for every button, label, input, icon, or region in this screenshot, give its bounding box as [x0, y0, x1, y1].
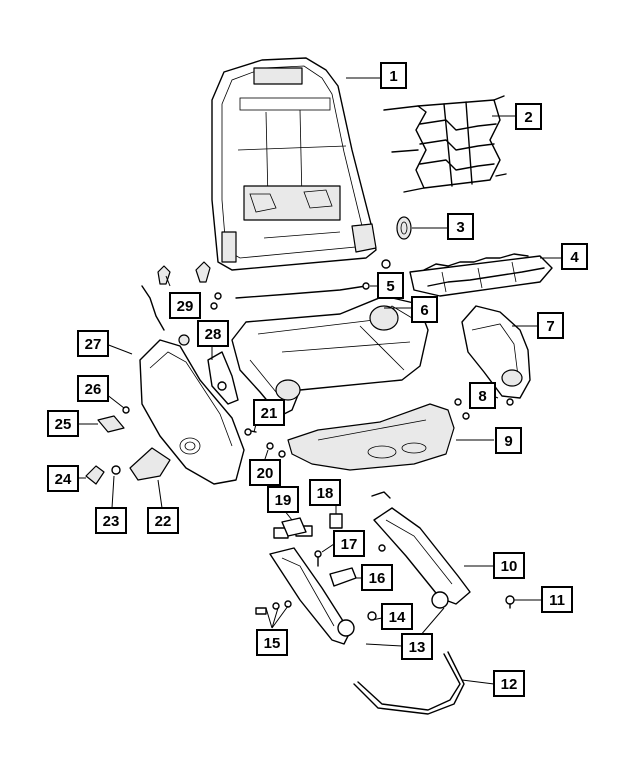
svg-text:11: 11	[549, 592, 565, 609]
callout-29: 29	[169, 292, 201, 319]
part-27-side-shield	[139, 339, 245, 485]
svg-text:18: 18	[317, 485, 334, 502]
svg-text:1: 1	[389, 68, 397, 85]
svg-text:8: 8	[478, 388, 486, 405]
svg-text:19: 19	[275, 492, 292, 509]
svg-text:14: 14	[389, 609, 406, 626]
callout-24: 24	[47, 465, 79, 492]
callout-21: 21	[253, 399, 285, 426]
svg-text:2: 2	[524, 109, 532, 126]
part-8-screws	[454, 398, 514, 420]
callout-8: 8	[469, 382, 496, 409]
callout-5: 5	[377, 272, 404, 299]
svg-text:28: 28	[205, 326, 222, 343]
part-11-bolt	[505, 595, 515, 609]
svg-text:20: 20	[257, 465, 274, 482]
svg-text:24: 24	[55, 471, 72, 488]
part-1-seat-back-frame	[211, 57, 377, 271]
part-18-clip	[329, 513, 343, 529]
svg-text:5: 5	[386, 278, 394, 295]
part-3-handwheel	[396, 216, 412, 240]
part-22-side-trim	[129, 447, 171, 481]
part-15-bolts	[255, 600, 292, 615]
callout-23: 23	[95, 507, 127, 534]
callout-28: 28	[197, 320, 229, 347]
callout-25: 25	[47, 410, 79, 437]
part-23-fastener	[111, 465, 121, 475]
callout-20: 20	[249, 459, 281, 486]
part-2-suspension-mat	[383, 95, 507, 193]
callout-11: 11	[541, 586, 573, 613]
part-19-bracket	[281, 517, 307, 537]
callout-12: 12	[493, 670, 525, 697]
callout-2: 2	[515, 103, 542, 130]
callout-10: 10	[493, 552, 525, 579]
callout-3: 3	[447, 213, 474, 240]
callout-4: 4	[561, 243, 588, 270]
svg-text:25: 25	[55, 416, 72, 433]
callout-9: 9	[495, 427, 522, 454]
part-17-pin	[314, 550, 322, 567]
svg-text:13: 13	[409, 639, 426, 656]
callout-13: 13	[401, 633, 433, 660]
callouts: 1 2 3 4 5 6 7 8 9 10 11 12 13 14 15 16 1…	[47, 62, 588, 697]
svg-text:29: 29	[177, 298, 194, 315]
part-12-towel-bar	[353, 651, 465, 715]
callout-14: 14	[381, 603, 413, 630]
callout-17: 17	[333, 530, 365, 557]
callout-1: 1	[380, 62, 407, 89]
part-26-clip	[122, 406, 130, 414]
svg-text:10: 10	[501, 558, 518, 575]
svg-text:21: 21	[261, 405, 278, 422]
part-5-cable	[235, 259, 391, 299]
part-14-nut	[367, 611, 377, 621]
part-4-cushion-mat	[409, 253, 553, 297]
callout-16: 16	[361, 564, 393, 591]
callout-26: 26	[77, 375, 109, 402]
svg-text:12: 12	[501, 676, 518, 693]
svg-text:7: 7	[546, 318, 554, 335]
svg-text:3: 3	[456, 219, 464, 236]
part-16-bracket	[329, 567, 357, 587]
part-28-recliner	[178, 334, 239, 405]
svg-text:9: 9	[504, 433, 512, 450]
part-9-cushion-foam	[287, 403, 455, 471]
svg-text:26: 26	[85, 381, 102, 398]
callout-7: 7	[537, 312, 564, 339]
svg-text:27: 27	[85, 336, 102, 353]
callout-18: 18	[309, 479, 341, 506]
part-20-screws	[266, 442, 286, 458]
svg-text:23: 23	[103, 513, 120, 530]
callout-6: 6	[411, 296, 438, 323]
part-6-cushion-frame	[231, 295, 429, 417]
callout-19: 19	[267, 486, 299, 513]
part-10-seat-track	[371, 491, 471, 609]
svg-text:22: 22	[155, 513, 172, 530]
callout-22: 22	[147, 507, 179, 534]
part-25-switch	[97, 415, 125, 433]
callout-15: 15	[256, 629, 288, 656]
part-24-knob	[85, 465, 105, 485]
svg-text:4: 4	[570, 249, 579, 266]
svg-text:15: 15	[264, 635, 281, 652]
svg-text:17: 17	[341, 536, 358, 553]
svg-text:16: 16	[369, 570, 386, 587]
part-7-side-shield	[461, 305, 531, 399]
svg-text:6: 6	[420, 302, 428, 319]
callout-27: 27	[77, 330, 109, 357]
